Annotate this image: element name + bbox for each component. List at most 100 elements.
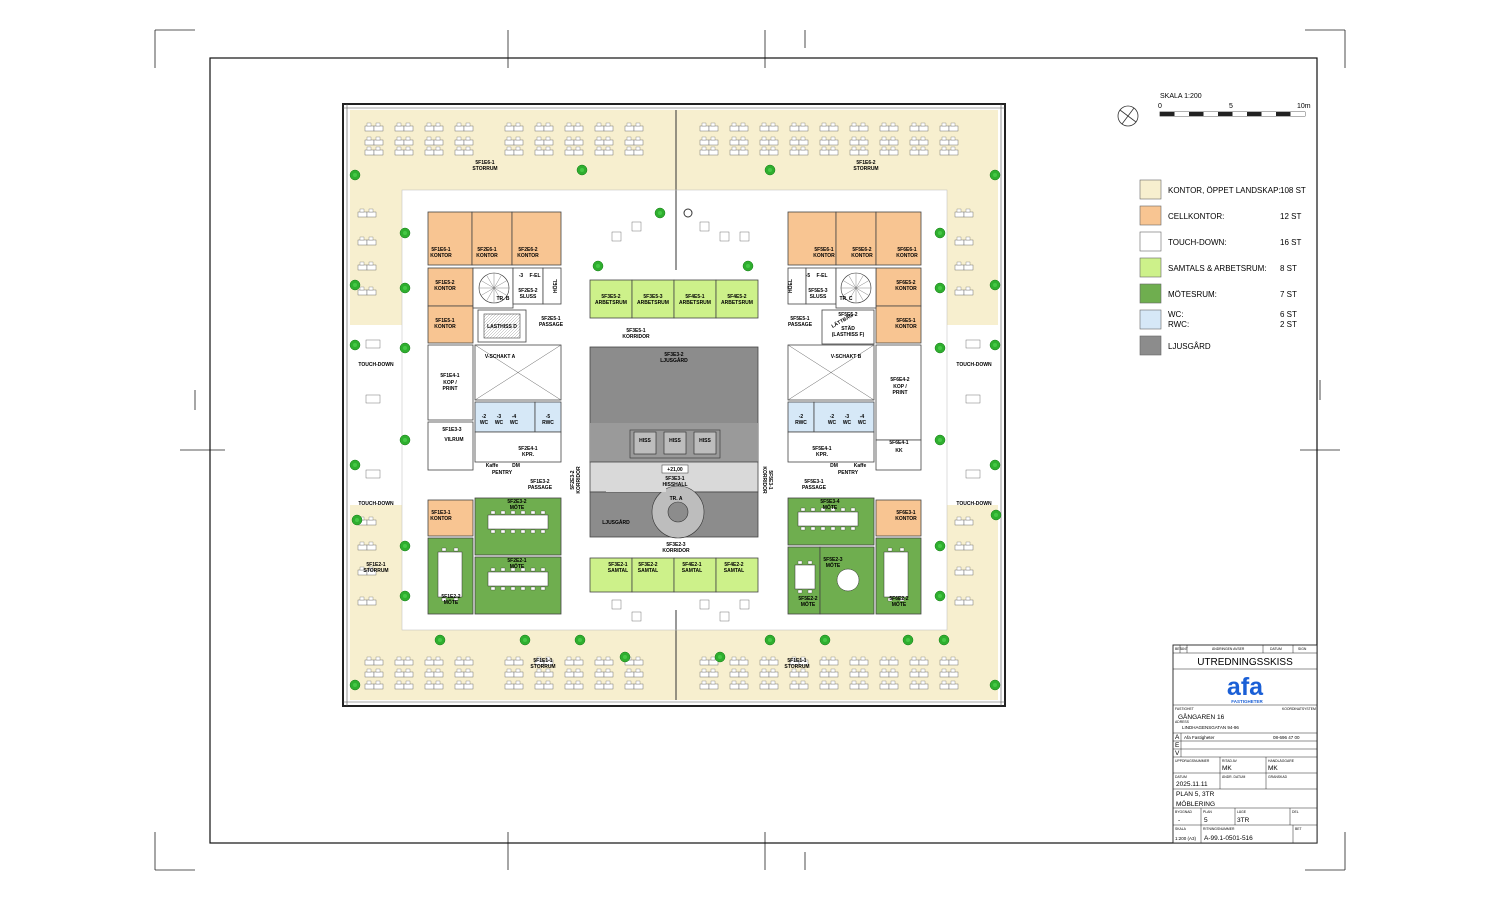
tb-label: RITAD AV xyxy=(1222,759,1238,763)
drawing-date: 2025.11.11 xyxy=(1176,781,1208,788)
tb-header: BET xyxy=(1175,647,1182,651)
room-name: KONTOR xyxy=(895,324,917,330)
legend-count: 8 ST xyxy=(1280,264,1297,273)
room-id: 5F1E3-3 xyxy=(442,427,461,433)
drawing-number: A-99.1-0501-516 xyxy=(1204,835,1253,842)
elevator-label: HISS xyxy=(639,438,651,444)
room-name: MÖTE xyxy=(444,599,459,606)
room-id: 5F2E3-2 xyxy=(507,499,526,505)
drawn-by: MK xyxy=(1222,765,1232,772)
room-id: -2 xyxy=(799,414,804,420)
drawing-scale: 1:200 (A3) xyxy=(1175,836,1197,841)
stair-label: TR. A xyxy=(670,496,683,502)
legend: KONTOR, ÖPPET LANDSKAP: 108 ST CELLKONTO… xyxy=(1139,179,1306,356)
legend-count: 7 ST xyxy=(1280,290,1297,299)
room-id: 5F6E3-1 xyxy=(896,510,915,516)
room-id: -4 xyxy=(512,414,517,420)
room-name: KPR. xyxy=(816,452,829,458)
room-id: -3 xyxy=(497,414,502,420)
tb-label: ADRESS xyxy=(1175,720,1190,724)
room-name: HÖEL xyxy=(552,279,559,293)
room-id: 5F5E5-2 xyxy=(838,312,857,318)
room-name: WC xyxy=(858,420,867,426)
room-id: 5F5E2-2 xyxy=(798,596,817,602)
label: Kaffe xyxy=(854,463,867,469)
room-name: KONTOR xyxy=(896,253,918,259)
elevator-label: HISS xyxy=(699,438,711,444)
legend-item: KONTOR, ÖPPET LANDSKAP: 108 ST xyxy=(1139,179,1306,200)
room-name: WC xyxy=(828,420,837,426)
touchdown-label: TOUCH-DOWN xyxy=(956,362,992,368)
room-id: 5F6E2-2 xyxy=(889,596,908,602)
legend-count: 12 ST xyxy=(1280,212,1301,221)
room-id: 5F1E6-1 xyxy=(431,247,450,253)
room-id: 5F4E5-2 xyxy=(727,294,746,300)
legend-item: WC: 6 ST RWC: 2 ST xyxy=(1139,309,1297,330)
scale-tick: 5 xyxy=(1229,103,1233,110)
tb-label: UPPDRAGSNUMMER xyxy=(1175,759,1210,763)
room-id: -3 xyxy=(519,273,524,279)
tb-label: SKALA xyxy=(1175,827,1187,831)
legend-label: WC: xyxy=(1168,310,1184,319)
room-id: 5F2E5-2 xyxy=(518,288,537,294)
scale-segment xyxy=(1276,112,1291,116)
svg-text:5F6E4-1KK: 5F6E4-1KK xyxy=(889,440,908,454)
legend-count: 108 ST xyxy=(1280,186,1306,195)
drawing-frame xyxy=(209,57,1318,844)
room-name: SAMTAL xyxy=(638,568,658,574)
furniture-layer xyxy=(349,122,1002,691)
legend-item: TOUCH-DOWN: 16 ST xyxy=(1139,231,1301,252)
room-id: 5F4E2-1 xyxy=(682,562,701,568)
tb-header: SIGN xyxy=(1298,647,1307,651)
room-name: MÖTE xyxy=(510,504,525,511)
svg-text:5F3E5-1KORRIDOR: 5F3E5-1KORRIDOR xyxy=(622,328,650,340)
room-name: MÖTE xyxy=(801,601,816,608)
client-name: Afa Fastigheter xyxy=(1184,735,1215,740)
room-id: 5F5E3-4 xyxy=(820,499,839,505)
room-id: 5F4E2-2 xyxy=(724,562,743,568)
stair-label: TR. C xyxy=(839,296,852,302)
tb-label: KOORDINATSYSTEM xyxy=(1282,707,1316,711)
room-id: 5F1E1-1 xyxy=(533,658,552,664)
room-name: SLUSS xyxy=(810,294,827,300)
room-id: 5F3E3-1 xyxy=(665,476,684,482)
room-name: HISSHALL xyxy=(663,482,688,488)
tb-label: ÄNDR. DATUM xyxy=(1222,775,1245,779)
scale-segment xyxy=(1203,112,1218,116)
room-name: LASTHISS D xyxy=(487,324,517,330)
room-name: KONTOR xyxy=(851,253,873,259)
room-name: KONTOR xyxy=(895,516,917,522)
room-name: KORRIDOR xyxy=(622,334,650,340)
scale-segment xyxy=(1232,112,1247,116)
room-name: ARBETSRUM xyxy=(721,300,753,306)
plan-name: PLAN 5, 3TR xyxy=(1176,791,1215,798)
room-id: 5F1E4-1 xyxy=(440,373,459,379)
room-id: 5F1E6-2 xyxy=(856,160,875,166)
scale-title: SKALA 1:200 xyxy=(1160,93,1202,100)
svg-text:KaffeDMPENTRY: KaffeDMPENTRY xyxy=(830,463,866,476)
room-name: KOP / xyxy=(893,384,907,390)
room-id: 5F3E2-1 xyxy=(608,562,627,568)
scale-tick: 10m xyxy=(1297,103,1311,110)
building: - xyxy=(1178,817,1180,824)
